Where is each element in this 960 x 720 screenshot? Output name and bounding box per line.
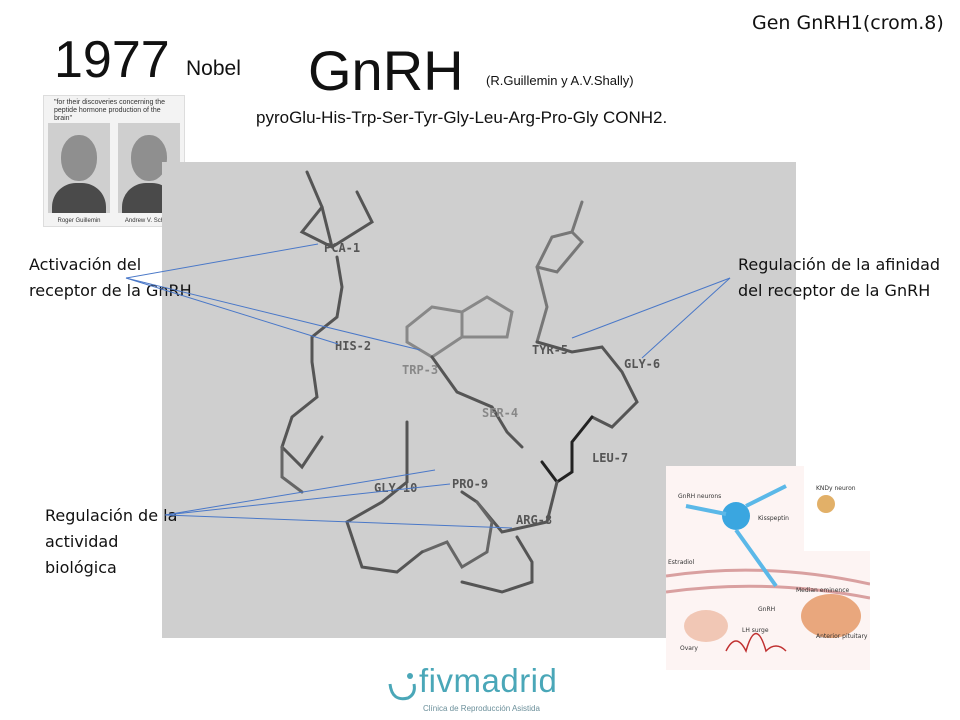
residue-label-3: TRP-3	[402, 363, 438, 377]
residue-label-7: LEU-7	[592, 451, 628, 465]
photo-quote: "for their discoveries concerning the pe…	[54, 99, 166, 122]
diagram-anterior-pituitary: Anterior pituitary	[816, 633, 868, 640]
residue-label-8: ARG-8	[516, 513, 552, 527]
residue-label-5: TYR-5	[532, 343, 568, 357]
caption-guillemin: Roger Guillemin	[57, 218, 101, 224]
nobel-label: Nobel	[186, 57, 241, 80]
hpg-axis-diagram: GnRH neurons KNDy neuron Kisspeptin Estr…	[665, 466, 871, 670]
diagram-gnrh-neurons: GnRH neurons	[678, 493, 721, 500]
diagram-ovary: Ovary	[680, 645, 698, 652]
fivmadrid-logo: fivmadrid Clínica de Reproducción Asisti…	[386, 662, 606, 718]
caption-schally: Andrew V. Schally	[124, 218, 174, 224]
residue-label-10: GLY-10	[374, 481, 417, 495]
label-activity-regulation: Regulación de la actividad biológica	[45, 506, 178, 577]
residue-label-6: GLY-6	[624, 357, 660, 371]
diagram-median-eminence: Median eminence	[796, 587, 850, 594]
diagram-lh-surge: LH surge	[742, 627, 769, 634]
label-affinity-regulation: Regulación de la afinidad del receptor d…	[738, 255, 941, 300]
residue-label-4: SER-4	[482, 406, 518, 420]
physiology-svg: GnRH neurons KNDy neuron Kisspeptin Estr…	[665, 466, 871, 670]
peptide-sequence: pyroGlu-His-Trp-Ser-Tyr-Gly-Leu-Arg-Pro-…	[256, 108, 668, 127]
diagram-gnrh: GnRH	[758, 606, 775, 613]
logo-name: fivmadrid	[419, 662, 558, 699]
nobel-year: 1977	[54, 31, 170, 89]
diagram-kisspeptin: Kisspeptin	[758, 515, 789, 522]
residue-label-2: HIS-2	[335, 339, 371, 353]
logo-tagline: Clínica de Reproducción Asistida	[423, 704, 540, 713]
label-receptor-activation: Activación del receptor de la GnRH	[29, 255, 192, 300]
authors: (R.Guillemin y A.V.Shally)	[486, 73, 634, 88]
gene-location: Gen GnRH1(crom.8)	[752, 12, 944, 34]
diagram-kndy: KNDy neuron	[816, 485, 856, 492]
page-title: GnRH	[308, 39, 464, 102]
residue-label-9: PRO-9	[452, 477, 488, 491]
portrait-guillemin	[48, 123, 110, 213]
residue-label-1: PCA-1	[324, 241, 360, 255]
diagram-estradiol: Estradiol	[668, 559, 695, 566]
logo-swirl-icon	[388, 673, 416, 701]
